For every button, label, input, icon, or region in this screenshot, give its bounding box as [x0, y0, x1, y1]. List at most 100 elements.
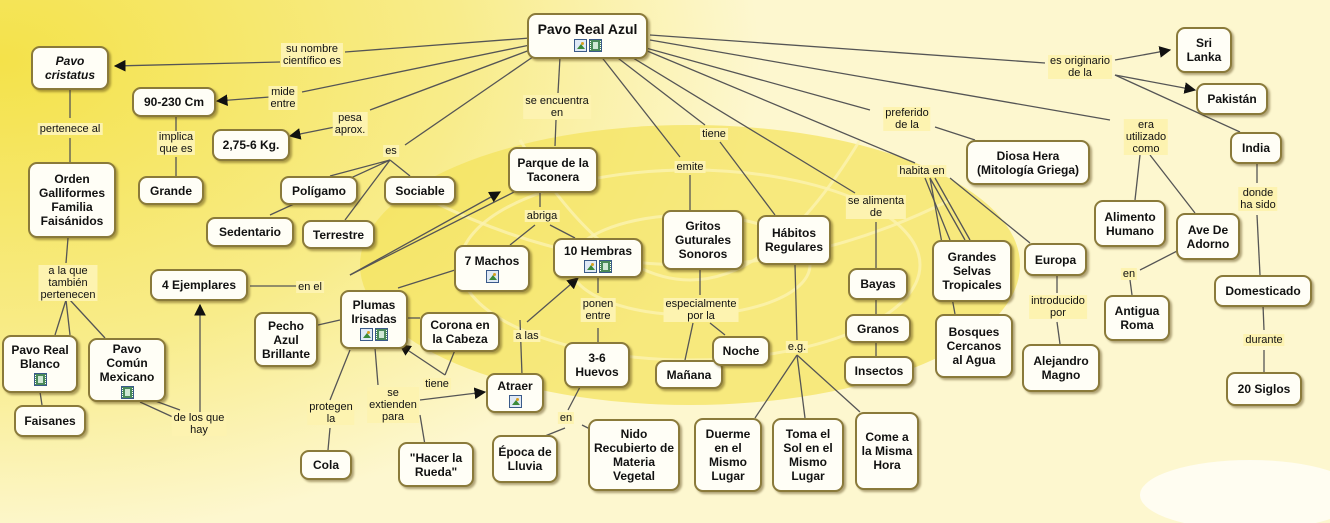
node-sri-lanka[interactable]: Sri Lanka — [1176, 27, 1232, 73]
node-antigua-roma[interactable]: Antigua Roma — [1104, 295, 1170, 341]
link-en-roma: en — [1120, 268, 1138, 280]
link-pesa: pesa aprox. — [332, 112, 368, 136]
node-huevos[interactable]: 3-6 Huevos — [564, 342, 630, 388]
link-especialmente: especialmente por la — [663, 298, 739, 322]
link-de-los-que: de los que hay — [171, 412, 227, 436]
node-india[interactable]: India — [1230, 132, 1282, 164]
film-icon[interactable] — [120, 385, 134, 399]
node-cola-label: Cola — [312, 458, 339, 472]
node-plumas[interactable]: Plumas Irisadas — [340, 290, 408, 349]
node-poligamo[interactable]: Polígamo — [280, 176, 358, 205]
node-pavo-mexicano[interactable]: Pavo Común Mexicano — [88, 338, 166, 402]
node-bayas[interactable]: Bayas — [848, 268, 908, 300]
film-icon[interactable] — [375, 328, 388, 341]
node-gritos-label: Gritos Guturales Sonoros — [674, 219, 731, 261]
node-diez-hembras-label: 10 Hembras — [563, 243, 633, 258]
link-introducido: introducido por — [1029, 295, 1087, 319]
node-diosa-hera[interactable]: Diosa Hera (Mitología Griega) — [966, 140, 1090, 185]
node-grande[interactable]: Grande — [138, 176, 204, 205]
node-toma-sol[interactable]: Toma el Sol en el Mismo Lugar — [772, 418, 844, 492]
node-pakistan[interactable]: Pakistán — [1196, 83, 1268, 115]
node-diez-hembras[interactable]: 10 Hembras — [553, 238, 643, 278]
node-corona-label: Corona en la Cabeza — [430, 318, 490, 346]
node-atraer[interactable]: Atraer — [486, 373, 544, 413]
node-europa-label: Europa — [1034, 252, 1077, 267]
node-domesticado-label: Domesticado — [1225, 284, 1301, 298]
node-cola[interactable]: Cola — [300, 450, 352, 480]
film-icon[interactable] — [588, 38, 602, 52]
link-eg: e.g. — [785, 341, 809, 353]
node-pavo-real-azul[interactable]: Pavo Real Azul — [527, 13, 648, 59]
link-protegen: protegen la — [307, 401, 355, 425]
node-domesticado[interactable]: Domesticado — [1214, 275, 1312, 307]
link-ponen-entre: ponen entre — [580, 298, 616, 322]
node-alimento[interactable]: Alimento Humano — [1094, 200, 1166, 247]
node-weight[interactable]: 2,75-6 Kg. — [212, 129, 290, 161]
node-noche[interactable]: Noche — [712, 336, 770, 366]
link-abriga: abriga — [524, 210, 560, 222]
node-sedentario-label: Sedentario — [218, 225, 281, 239]
node-bosques[interactable]: Bosques Cercanos al Agua — [935, 314, 1013, 378]
node-ave-adorno[interactable]: Ave De Adorno — [1176, 213, 1240, 260]
link-preferido: preferido de la — [883, 107, 931, 131]
image-icon[interactable] — [584, 259, 597, 273]
node-india-label: India — [1241, 141, 1270, 155]
link-tiene: tiene — [700, 128, 728, 140]
link-durante: durante — [1243, 334, 1285, 346]
node-come[interactable]: Come a la Misma Hora — [855, 412, 919, 490]
node-orden-label: Orden Galliformes Familia Faisánidos — [38, 172, 106, 228]
link-pertenece: pertenece al — [37, 123, 103, 135]
link-es: es — [383, 145, 399, 157]
node-veinte-siglos[interactable]: 20 Siglos — [1226, 372, 1302, 406]
node-come-label: Come a la Misma Hora — [861, 430, 913, 472]
image-icon[interactable] — [360, 328, 373, 341]
node-europa[interactable]: Europa — [1024, 243, 1087, 276]
node-sedentario[interactable]: Sedentario — [206, 217, 294, 247]
node-habitos[interactable]: Hábitos Regulares — [757, 215, 831, 265]
node-cuatro-ejemplares[interactable]: 4 Ejemplares — [150, 269, 248, 301]
node-sociable[interactable]: Sociable — [384, 176, 456, 205]
node-grandes-selvas[interactable]: Grandes Selvas Tropicales — [932, 240, 1012, 302]
node-pecho[interactable]: Pecho Azul Brillante — [254, 312, 318, 367]
node-gritos[interactable]: Gritos Guturales Sonoros — [662, 210, 744, 270]
node-faisanes-label: Faisanes — [24, 414, 76, 428]
node-alejandro[interactable]: Alejandro Magno — [1022, 344, 1100, 392]
node-orden[interactable]: Orden Galliformes Familia Faisánidos — [28, 162, 116, 238]
image-icon[interactable] — [485, 270, 499, 283]
node-siete-machos[interactable]: 7 Machos — [454, 245, 530, 292]
link-implica: implica que es — [156, 131, 196, 155]
node-pavo-blanco-label: Pavo Real Blanco — [11, 342, 69, 371]
node-corona[interactable]: Corona en la Cabeza — [420, 312, 500, 352]
node-faisanes[interactable]: Faisanes — [14, 405, 86, 437]
node-pavo-cristatus[interactable]: Pavo cristatus — [31, 46, 109, 90]
film-icon[interactable] — [33, 372, 47, 386]
node-epoca-lluvia[interactable]: Época de Lluvia — [492, 435, 558, 483]
node-hacer-rueda[interactable]: "Hacer la Rueda" — [398, 442, 474, 487]
node-duerme[interactable]: Duerme en el Mismo Lugar — [694, 418, 762, 492]
node-nido[interactable]: Nido Recubierto de Materia Vegetal — [588, 419, 680, 491]
film-icon[interactable] — [599, 259, 612, 273]
node-alejandro-label: Alejandro Magno — [1033, 354, 1089, 382]
node-terrestre[interactable]: Terrestre — [302, 220, 375, 249]
node-sri-lanka-label: Sri Lanka — [1186, 36, 1222, 64]
image-icon[interactable] — [508, 394, 522, 408]
node-sociable-label: Sociable — [395, 183, 445, 198]
node-nido-label: Nido Recubierto de Materia Vegetal — [594, 427, 675, 483]
node-size-range[interactable]: 90-230 Cm — [132, 87, 216, 117]
node-granos[interactable]: Granos — [845, 314, 911, 343]
node-insectos[interactable]: Insectos — [844, 356, 914, 386]
image-icon[interactable] — [573, 38, 587, 52]
node-toma-sol-label: Toma el Sol en el Mismo Lugar — [783, 427, 833, 483]
node-siete-machos-label: 7 Machos — [464, 254, 520, 268]
node-manana[interactable]: Mañana — [655, 360, 723, 389]
node-duerme-label: Duerme en el Mismo Lugar — [705, 427, 751, 483]
node-noche-label: Noche — [722, 344, 760, 358]
node-pavo-blanco[interactable]: Pavo Real Blanco — [2, 335, 78, 393]
node-plumas-label: Plumas Irisadas — [351, 298, 397, 326]
node-cuatro-ejemplares-label: 4 Ejemplares — [161, 278, 237, 292]
node-insectos-label: Insectos — [854, 364, 904, 378]
node-poligamo-label: Polígamo — [291, 183, 346, 198]
node-granos-label: Granos — [856, 321, 899, 336]
node-parque[interactable]: Parque de la Taconera — [508, 147, 598, 193]
